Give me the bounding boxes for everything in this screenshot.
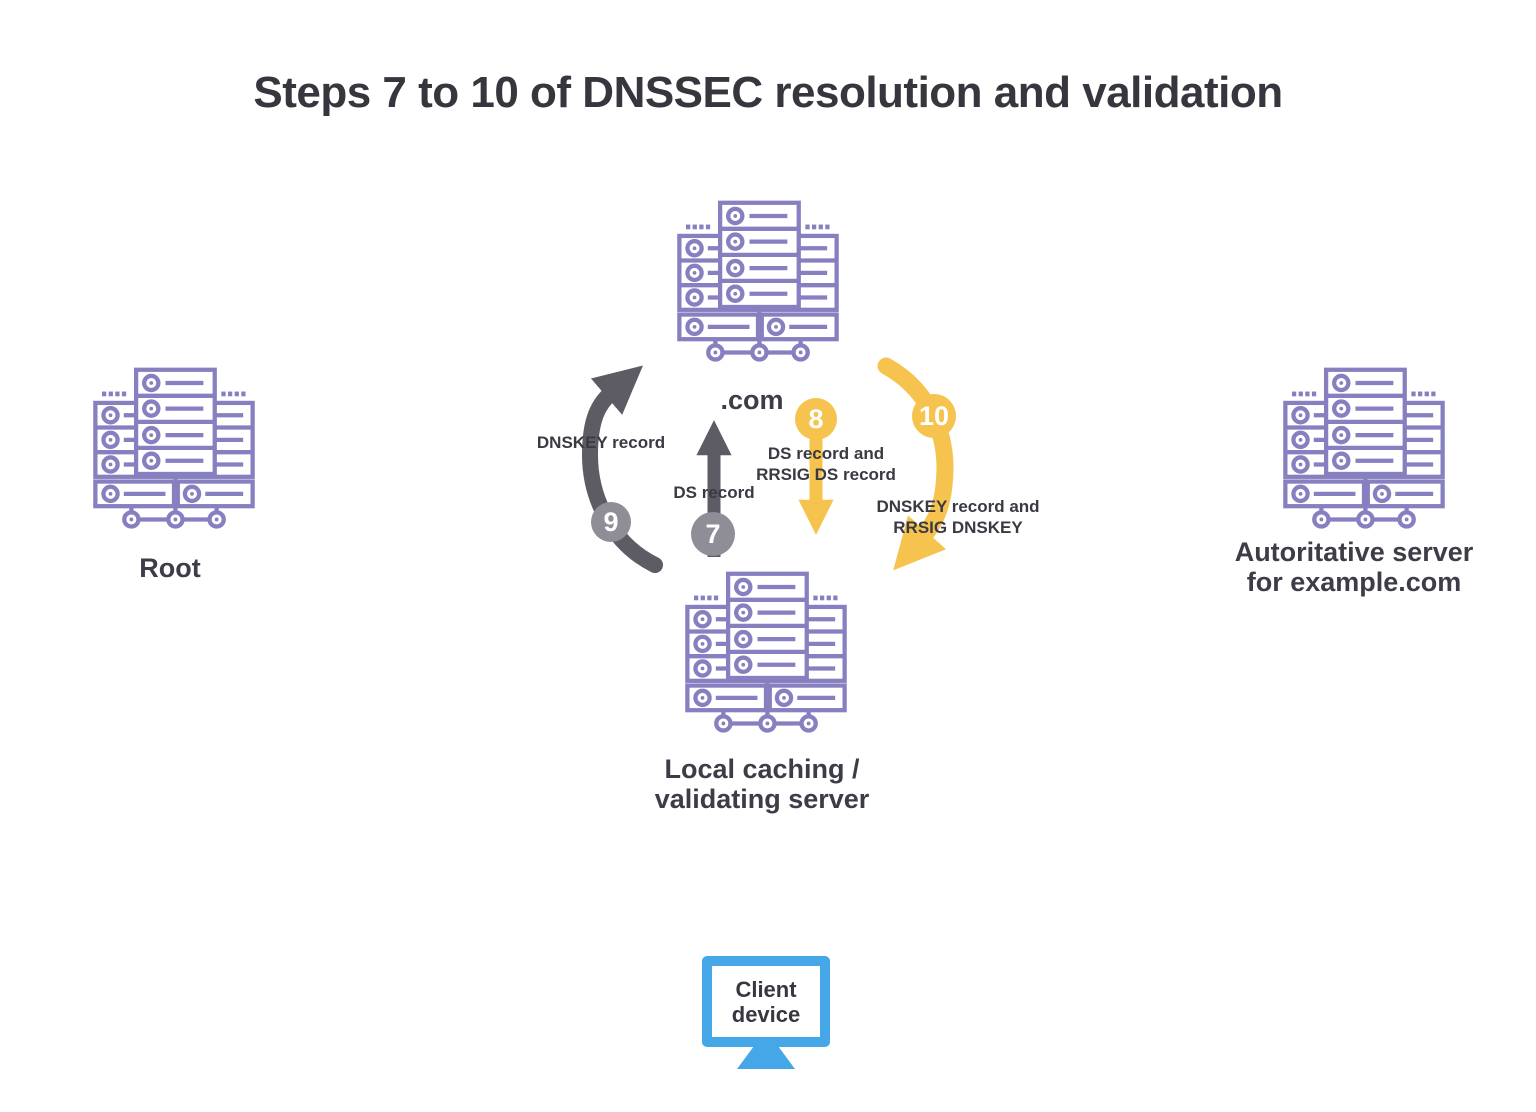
step-circle-9: 9 bbox=[591, 502, 631, 542]
step-10-number: 10 bbox=[918, 400, 950, 431]
node-local-label-line1: Local caching / bbox=[664, 754, 860, 784]
step-circle-7: 7 bbox=[691, 512, 735, 556]
page-title: Steps 7 to 10 of DNSSEC resolution and v… bbox=[253, 68, 1283, 117]
node-root-label: Root bbox=[139, 553, 201, 583]
node-authoritative-label-line2: for example.com bbox=[1246, 567, 1462, 597]
step-8-number: 8 bbox=[808, 403, 824, 434]
step-7-number: 7 bbox=[705, 518, 721, 549]
monitor-icon: Client device bbox=[702, 956, 830, 1047]
step-8-label-line1: DS record and bbox=[767, 444, 885, 463]
step-7-label: DS record bbox=[673, 483, 755, 502]
client-device-label: Client device bbox=[732, 977, 801, 1027]
step-circle-8: 8 bbox=[795, 398, 837, 440]
client-device-label-line2: device bbox=[731, 1001, 801, 1027]
node-local-label-line2: validating server bbox=[654, 784, 870, 814]
node-com-label: .com bbox=[720, 385, 784, 415]
step-10-label-line2: RRSIG DNSKEY bbox=[893, 518, 1023, 537]
arrow-step10-dnskey-rrsig bbox=[877, 357, 954, 571]
arrow-step9-dnskey-record bbox=[581, 365, 663, 573]
step-circle-10: 10 bbox=[912, 394, 956, 438]
step-8-label: DS record and RRSIG DS record bbox=[756, 443, 896, 485]
node-authoritative-label: Autoritative server for example.com bbox=[1235, 537, 1474, 597]
step-8-label-line2: RRSIG DS record bbox=[756, 465, 896, 484]
step-10-label: DNSKEY record and RRSIG DNSKEY bbox=[876, 496, 1039, 538]
step-10-label-line1: DNSKEY record and bbox=[876, 497, 1040, 516]
monitor-stand-icon bbox=[737, 1046, 795, 1069]
node-authoritative-label-line1: Autoritative server bbox=[1234, 537, 1474, 567]
client-device-label-line1: Client bbox=[735, 976, 797, 1002]
node-local-label: Local caching / validating server bbox=[655, 754, 870, 814]
step-9-number: 9 bbox=[603, 506, 619, 537]
step-9-label: DNSKEY record bbox=[536, 433, 666, 452]
